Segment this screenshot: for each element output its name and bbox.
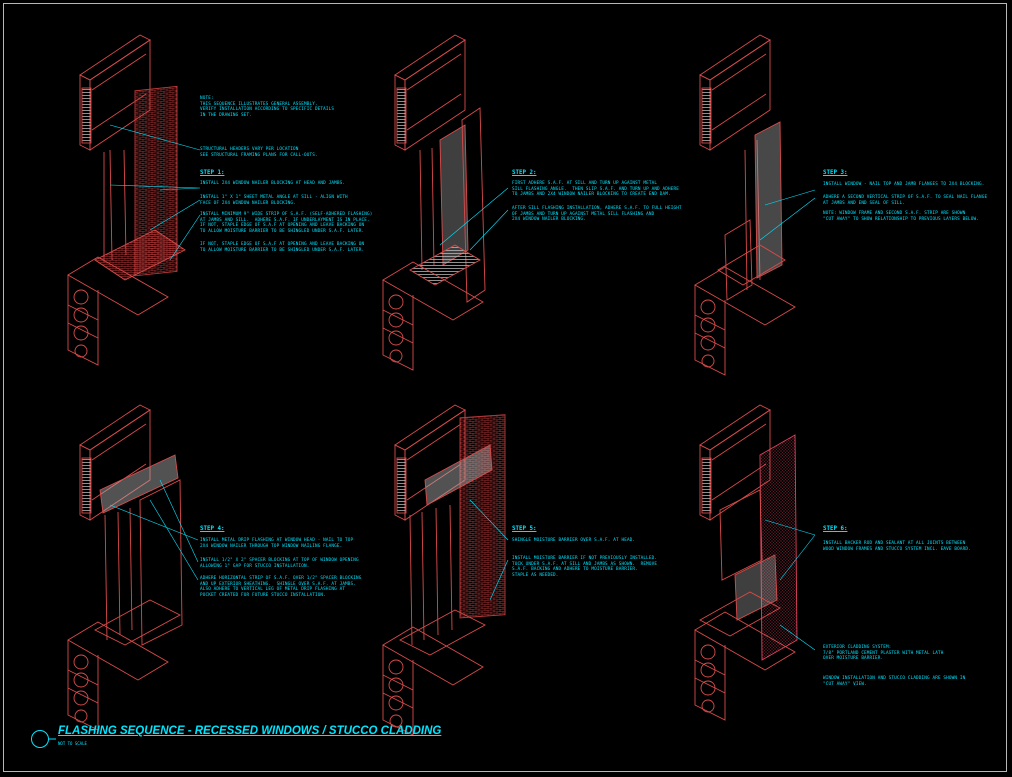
sheet-title: FLASHING SEQUENCE - RECESSED WINDOWS / S…	[58, 725, 442, 737]
step-1-note-2: INSTALL 1" x 1" SHEET METAL ANGLE AT SIL…	[200, 195, 348, 206]
step-6-heading: STEP 6:	[823, 526, 848, 532]
step-2-note-1: FIRST ADHERE S.A.F. AT SILL AND TURN UP …	[512, 181, 679, 198]
sheet-border	[3, 3, 1007, 772]
detail-3-drawing	[694, 34, 816, 376]
step-2-note-2: AFTER SILL FLASHING INSTALLATION, ADHERE…	[512, 206, 682, 223]
scale-note: NOT TO SCALE	[58, 741, 87, 746]
detail-6-drawing	[694, 404, 816, 721]
detail-1-drawing	[67, 34, 201, 366]
step-4-heading: STEP 4:	[200, 526, 225, 532]
step-5-note-2: INSTALL MOISTURE BARRIER IF NOT PREVIOUS…	[512, 556, 658, 578]
detail-5-drawing	[382, 404, 509, 736]
step-4-note-2: INSTALL 1/2" x 2" SPACER BLOCKING AT TOP…	[200, 558, 359, 569]
step-1-note-3: INSTALL MINIMUM 9" WIDE STRIP OF S.A.F. …	[200, 212, 373, 234]
step-5-note-1: SHINGLE MOISTURE BARRIER OVER S.A.F. AT …	[512, 538, 636, 543]
step-6-note-1: INSTALL BACKER ROD AND SEALANT AT ALL JO…	[823, 541, 971, 552]
step-6-note-2: EXTERIOR CLADDING SYSTEM: 7/8" PORTLAND …	[823, 645, 944, 662]
step-1-heading: STEP 1:	[200, 170, 225, 176]
title-marker-circle	[31, 730, 49, 748]
step-3-note-3: NOTE: WINDOW FRAME AND SECOND S.A.F. STR…	[823, 211, 980, 222]
step-4-note-1: INSTALL METAL DRIP FLASHING AT WINDOW HE…	[200, 538, 354, 549]
step-6-note-3: WINDOW INSTALLATION AND STUCCO CLADDING …	[823, 676, 966, 687]
step-1-note-1: INSTALL 2x4 WINDOW NAILER BLOCKING AT HE…	[200, 181, 346, 186]
structural-note: STRUCTURAL HEADERS VARY PER LOCATION SEE…	[200, 147, 318, 158]
step-3-note-2: ADHERE A SECOND VERTICAL STRIP OF S.A.F.…	[823, 195, 988, 206]
detail-4-drawing	[67, 404, 199, 731]
step-2-heading: STEP 2:	[512, 170, 537, 176]
detail-2-drawing	[382, 34, 509, 371]
step-5-heading: STEP 5:	[512, 526, 537, 532]
step-4-note-3: ADHERE HORIZONTAL STRIP OF S.A.F. OVER 1…	[200, 576, 362, 598]
step-3-note-1: INSTALL WINDOW - NAIL TOP AND JAMB FLANG…	[823, 182, 985, 187]
general-note: NOTE: THIS SEQUENCE ILLUSTRATES GENERAL …	[200, 96, 335, 118]
step-1-note-4: IF NOT, STAPLE EDGE OF S.A.F AT OPENING …	[200, 242, 365, 253]
step-3-heading: STEP 3:	[823, 170, 848, 176]
